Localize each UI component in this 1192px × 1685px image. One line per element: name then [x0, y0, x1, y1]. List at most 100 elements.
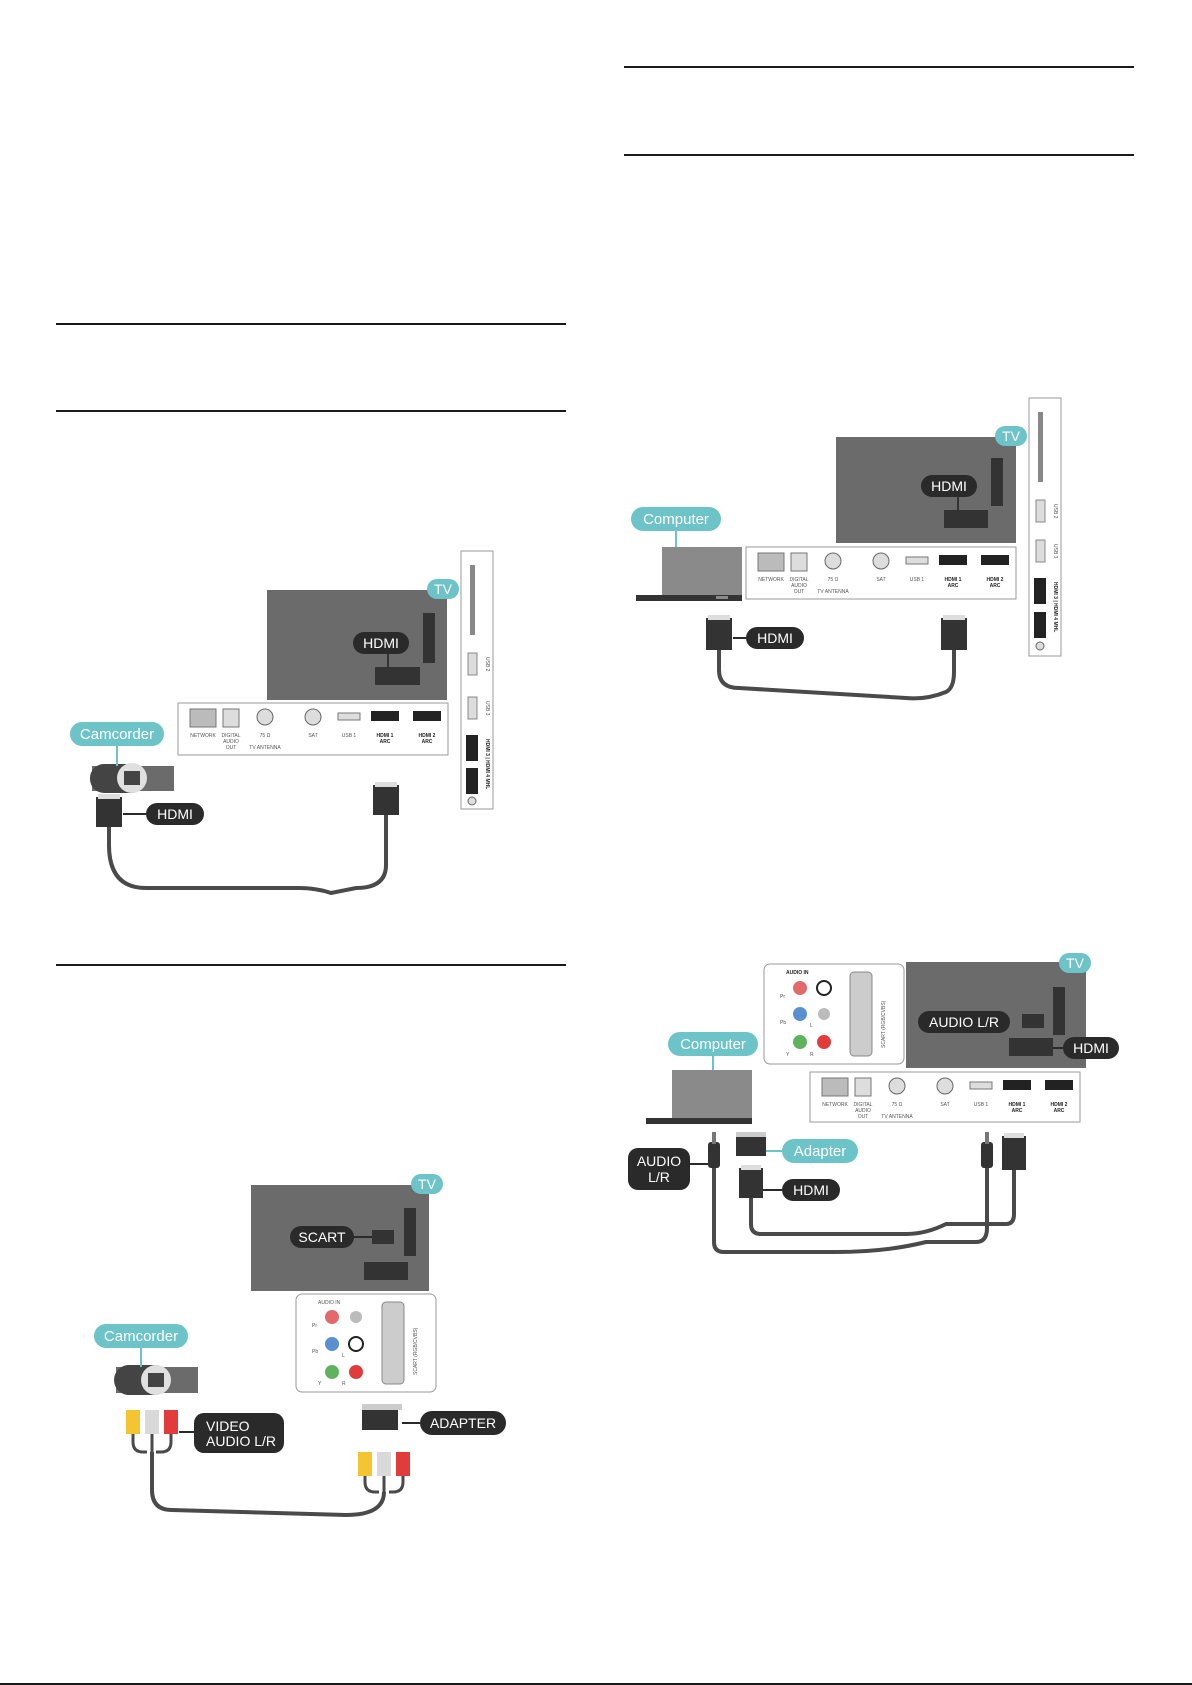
side-port-usb3: USB 3 — [1052, 544, 1058, 559]
rca-plug-white-tv — [377, 1452, 391, 1476]
adapter-tag — [420, 1411, 506, 1435]
camcorder-tag — [94, 1324, 188, 1348]
port-hdmi2: HDMI 2 — [1051, 1102, 1068, 1108]
port-antenna: TV ANTENNA — [249, 745, 281, 751]
tv-tag — [427, 579, 459, 599]
hdmi-plug-computer — [739, 1168, 763, 1198]
camcorder-tag-label: Camcorder — [80, 726, 154, 743]
camcorder-tag — [70, 722, 164, 746]
port-network: NETWORK — [758, 577, 784, 583]
port-hdmi1-arc: ARC — [380, 739, 391, 745]
adapter-block — [736, 1134, 766, 1156]
port-digital: DIGITAL — [789, 577, 808, 583]
computer-tag-label: Computer — [643, 511, 709, 528]
tv-tag — [411, 1174, 443, 1194]
tv-tag-label: TV — [418, 1176, 437, 1192]
camcorder-scart-diagram: TV SCART AUDIO IN Pr Pb Y L R SCART (RGB… — [94, 1174, 506, 1518]
hdmi-tv-tag — [1063, 1037, 1119, 1059]
section-rule-top-right — [624, 66, 1134, 68]
port-pr: Pr — [780, 994, 785, 1000]
camcorder-tag-label: Camcorder — [104, 1328, 178, 1345]
tv-hdmi-slot — [423, 613, 435, 663]
audio-lr-tv-tag-label: AUDIO L/R — [929, 1014, 999, 1030]
computer-body — [672, 1070, 752, 1118]
port-l: L — [810, 1023, 813, 1029]
av-cable — [150, 1452, 386, 1518]
port-r: R — [810, 1052, 814, 1058]
hdmi-cable-tag — [146, 803, 204, 825]
port-hdmi2-arc: ARC — [1054, 1108, 1065, 1114]
side-port-hdmi-label: HDMI 3 | HDMI 4 MHL — [1052, 582, 1058, 632]
port-hdmi2: HDMI 2 — [419, 733, 436, 739]
computer-body — [662, 547, 742, 595]
computer-hdmi-diagram: TV HDMI NETWORK DIGITAL AUDIO OUT 75 Ω T… — [631, 397, 1062, 701]
computer-tag — [631, 507, 721, 531]
hdmi-tv-tag-label: HDMI — [1073, 1040, 1109, 1056]
port-r: R — [342, 1381, 346, 1387]
port-hdmi1: HDMI 1 — [377, 733, 394, 739]
port-ohm: 75 Ω — [892, 1102, 903, 1108]
audio-lr-computer-tag-line2: L/R — [648, 1169, 670, 1185]
rca-plug-yellow-tv — [358, 1452, 372, 1476]
port-l: L — [342, 1353, 345, 1359]
video-audio-tag-line2: AUDIO L/R — [206, 1433, 276, 1449]
hdmi-plug-tv — [1002, 1136, 1026, 1170]
hdmi-cable-tag-label: HDMI — [757, 630, 793, 646]
port-scart-side: SCART (RGB/CVBS) — [881, 1000, 887, 1048]
tv-tag-label: TV — [1002, 428, 1021, 444]
scart-tag — [290, 1226, 354, 1248]
port-usb1: USB 1 — [910, 577, 925, 583]
port-usb1: USB 1 — [974, 1102, 989, 1108]
port-hdmi2-arc: ARC — [422, 739, 433, 745]
hdmi-cable-tag — [746, 627, 804, 649]
port-sat: SAT — [940, 1102, 949, 1108]
port-pb: Pb — [312, 1349, 318, 1355]
footer-rule — [0, 1683, 1192, 1685]
audio-lr-tv-tag — [918, 1011, 1010, 1033]
port-network: NETWORK — [190, 733, 216, 739]
hdmi-cable — [107, 815, 388, 895]
tv-tag — [995, 426, 1027, 446]
side-port-panel — [460, 550, 494, 810]
hdmi-cable — [749, 1170, 1016, 1236]
adapter-tag-label: ADAPTER — [430, 1415, 496, 1431]
port-pb: Pb — [780, 1020, 786, 1026]
port-digital-out: OUT — [858, 1114, 869, 1120]
computer-tag-label: Computer — [680, 1036, 746, 1053]
port-hdmi1-arc: ARC — [948, 583, 959, 589]
section-rule-top-left — [56, 323, 566, 325]
port-hdmi1-arc: ARC — [1012, 1108, 1023, 1114]
audio-cable — [712, 1168, 989, 1254]
computer-audio-adapter-diagram: TV AUDIO L/R HDMI AUDIO IN Pr Pb Y L R S… — [628, 953, 1119, 1254]
side-port-usb3: USB 3 — [484, 701, 490, 716]
rca-plug-white — [145, 1410, 159, 1434]
port-ohm: 75 Ω — [828, 577, 839, 583]
hdmi-cable-tag — [782, 1179, 840, 1201]
audio-in-label: AUDIO IN — [786, 970, 809, 976]
adapter-tag — [782, 1139, 858, 1163]
hdmi-tag-label: HDMI — [931, 478, 967, 494]
side-port-usb2: USB 2 — [1052, 504, 1058, 519]
port-scart-side: SCART (RGB/CVBS) — [413, 1327, 419, 1375]
hdmi-plug-camcorder — [96, 797, 122, 827]
port-digital-audio: AUDIO — [223, 739, 239, 745]
hdmi-cable-tag-label: HDMI — [157, 806, 193, 822]
tv-hdmi-block — [375, 667, 420, 685]
scart-tag-label: SCART — [298, 1229, 346, 1245]
tv-tag-label: TV — [434, 581, 453, 597]
hdmi-cable — [717, 647, 956, 701]
video-audio-tag-line1: VIDEO — [206, 1418, 250, 1434]
port-antenna: TV ANTENNA — [817, 589, 849, 595]
hdmi-plug-tv — [373, 785, 399, 815]
port-digital: DIGITAL — [221, 733, 240, 739]
tv-tag-label: TV — [1066, 955, 1085, 971]
port-y: Y — [318, 1381, 322, 1387]
hdmi-plug-computer — [706, 618, 732, 650]
hdmi-tag — [921, 475, 977, 497]
audio-jack-tv — [981, 1142, 993, 1168]
section-rule-middle-left — [56, 964, 566, 966]
hdmi-cable-tag-label: HDMI — [793, 1182, 829, 1198]
port-sat: SAT — [876, 577, 885, 583]
section-rule-top-left-bottom — [56, 410, 566, 412]
port-y: Y — [786, 1052, 790, 1058]
